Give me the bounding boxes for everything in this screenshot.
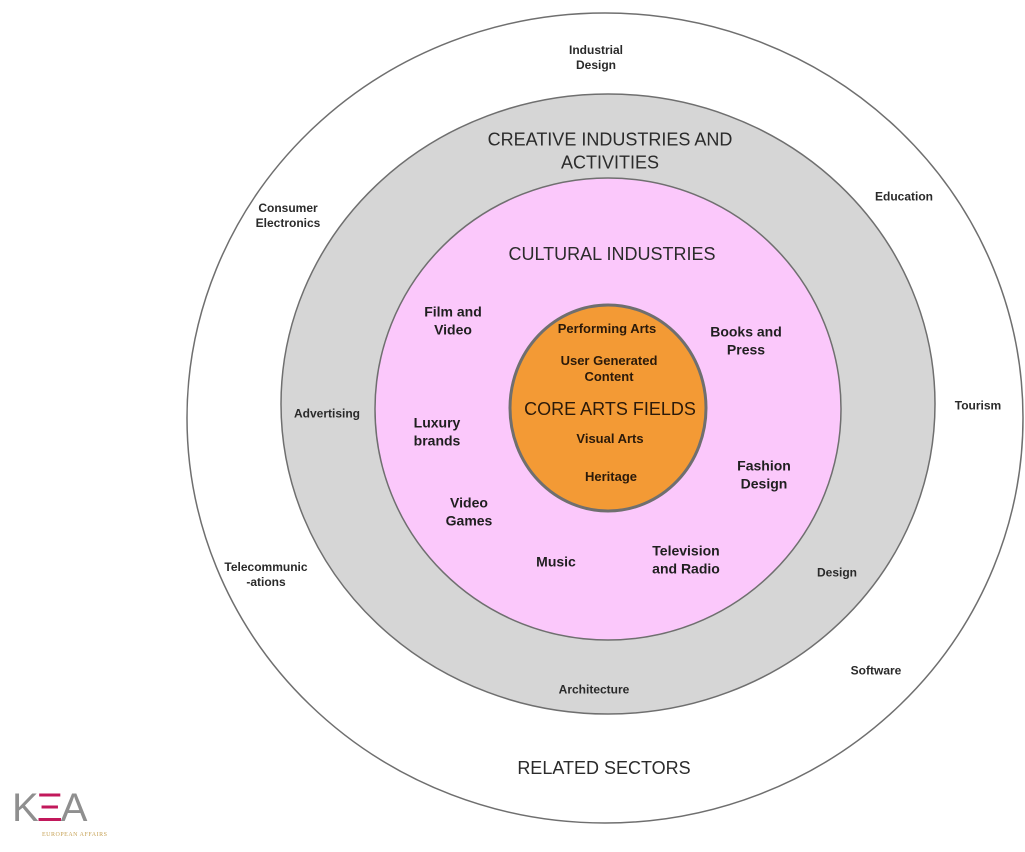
label-telecommunications: Telecommunic-ations [224,560,308,589]
label-visual-arts: Visual Arts [576,430,644,446]
cultural-industries-title: CULTURAL INDUSTRIES [508,243,716,264]
label-music: Music [536,553,576,570]
label-architecture: Architecture [558,682,630,697]
label-design: Design [816,565,858,580]
label-advertising: Advertising [293,406,361,421]
label-performing-arts: Performing Arts [557,320,657,336]
kea-logo: KΞA EUROPEAN AFFAIRS [12,786,162,846]
label-heritage: Heritage [584,468,638,484]
logo-tagline: EUROPEAN AFFAIRS [42,832,108,838]
label-software: Software [850,663,902,678]
logo-wordmark: KΞA [12,786,87,830]
label-education: Education [874,189,934,204]
core-arts-fields-title: CORE ARTS FIELDS [524,398,696,419]
related-sectors-title: RELATED SECTORS [517,757,691,778]
label-tourism: Tourism [954,398,1002,413]
core-arts-fields-circle [508,303,708,513]
